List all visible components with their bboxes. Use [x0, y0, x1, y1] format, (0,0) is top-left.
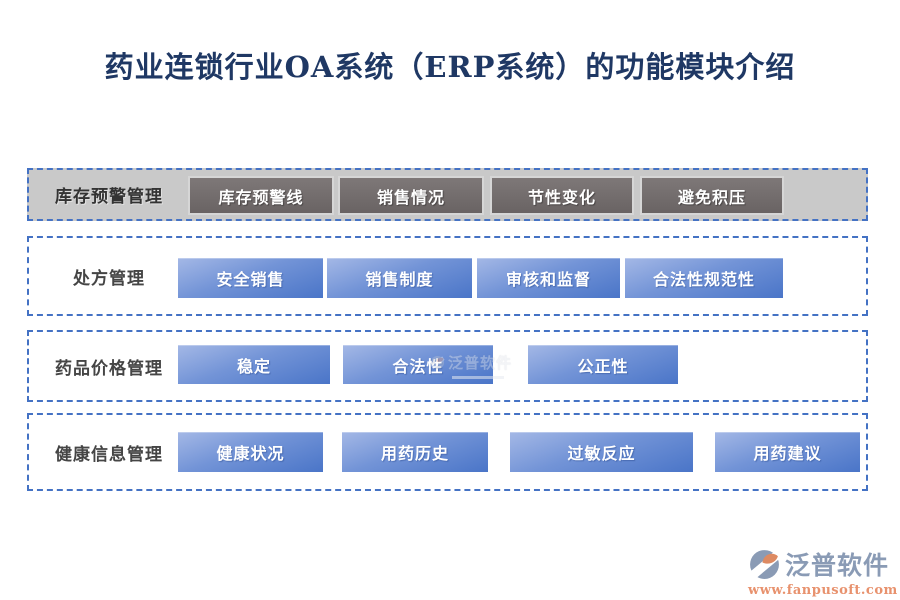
- module-button-legality[interactable]: 合法性: [343, 345, 493, 384]
- row-label-drug-price: 药品价格管理: [55, 358, 163, 379]
- module-button-fairness[interactable]: 公正性: [528, 345, 678, 384]
- row-label-health-info: 健康信息管理: [55, 444, 163, 465]
- module-button-seasonal-change[interactable]: 节性变化: [490, 176, 634, 215]
- module-button-audit-supervision[interactable]: 审核和监督: [477, 258, 620, 298]
- module-button-legality-compliance[interactable]: 合法性规范性: [625, 258, 783, 298]
- module-button-medication-history[interactable]: 用药历史: [342, 432, 488, 472]
- fanpu-logo-url: www.fanpusoft.com: [748, 583, 898, 598]
- page-title: 药业连锁行业OA系统（ERP系统）的功能模块介绍: [104, 50, 796, 84]
- module-button-allergic-reaction[interactable]: 过敏反应: [510, 432, 693, 472]
- row-label-inventory-warning: 库存预警管理: [55, 187, 163, 207]
- module-button-medication-advice[interactable]: 用药建议: [715, 432, 860, 472]
- row-inventory-warning: 库存预警管理 库存预警线 销售情况 节性变化 避免积压: [27, 168, 868, 221]
- module-button-safe-sales[interactable]: 安全销售: [178, 258, 323, 298]
- module-button-sales-system[interactable]: 销售制度: [327, 258, 472, 298]
- fanpu-logo-text: 泛普软件: [785, 551, 890, 580]
- module-button-health-status[interactable]: 健康状况: [178, 432, 323, 472]
- row-drug-price: 药品价格管理 稳定 合法性 公正性: [27, 330, 868, 402]
- module-button-stock-warning-line[interactable]: 库存预警线: [188, 176, 334, 215]
- row-health-info: 健康信息管理 健康状况 用药历史 过敏反应 用药建议: [27, 413, 868, 491]
- fanpu-logo: 泛普软件 www.fanpusoft.com: [748, 546, 898, 598]
- row-label-prescription: 处方管理: [73, 268, 145, 289]
- module-button-avoid-overstock[interactable]: 避免积压: [640, 176, 784, 215]
- fanpu-logo-icon: [750, 549, 780, 579]
- module-button-sales-situation[interactable]: 销售情况: [338, 176, 484, 215]
- module-button-stability[interactable]: 稳定: [178, 345, 330, 384]
- row-prescription: 处方管理 安全销售 销售制度 审核和监督 合法性规范性: [27, 236, 868, 316]
